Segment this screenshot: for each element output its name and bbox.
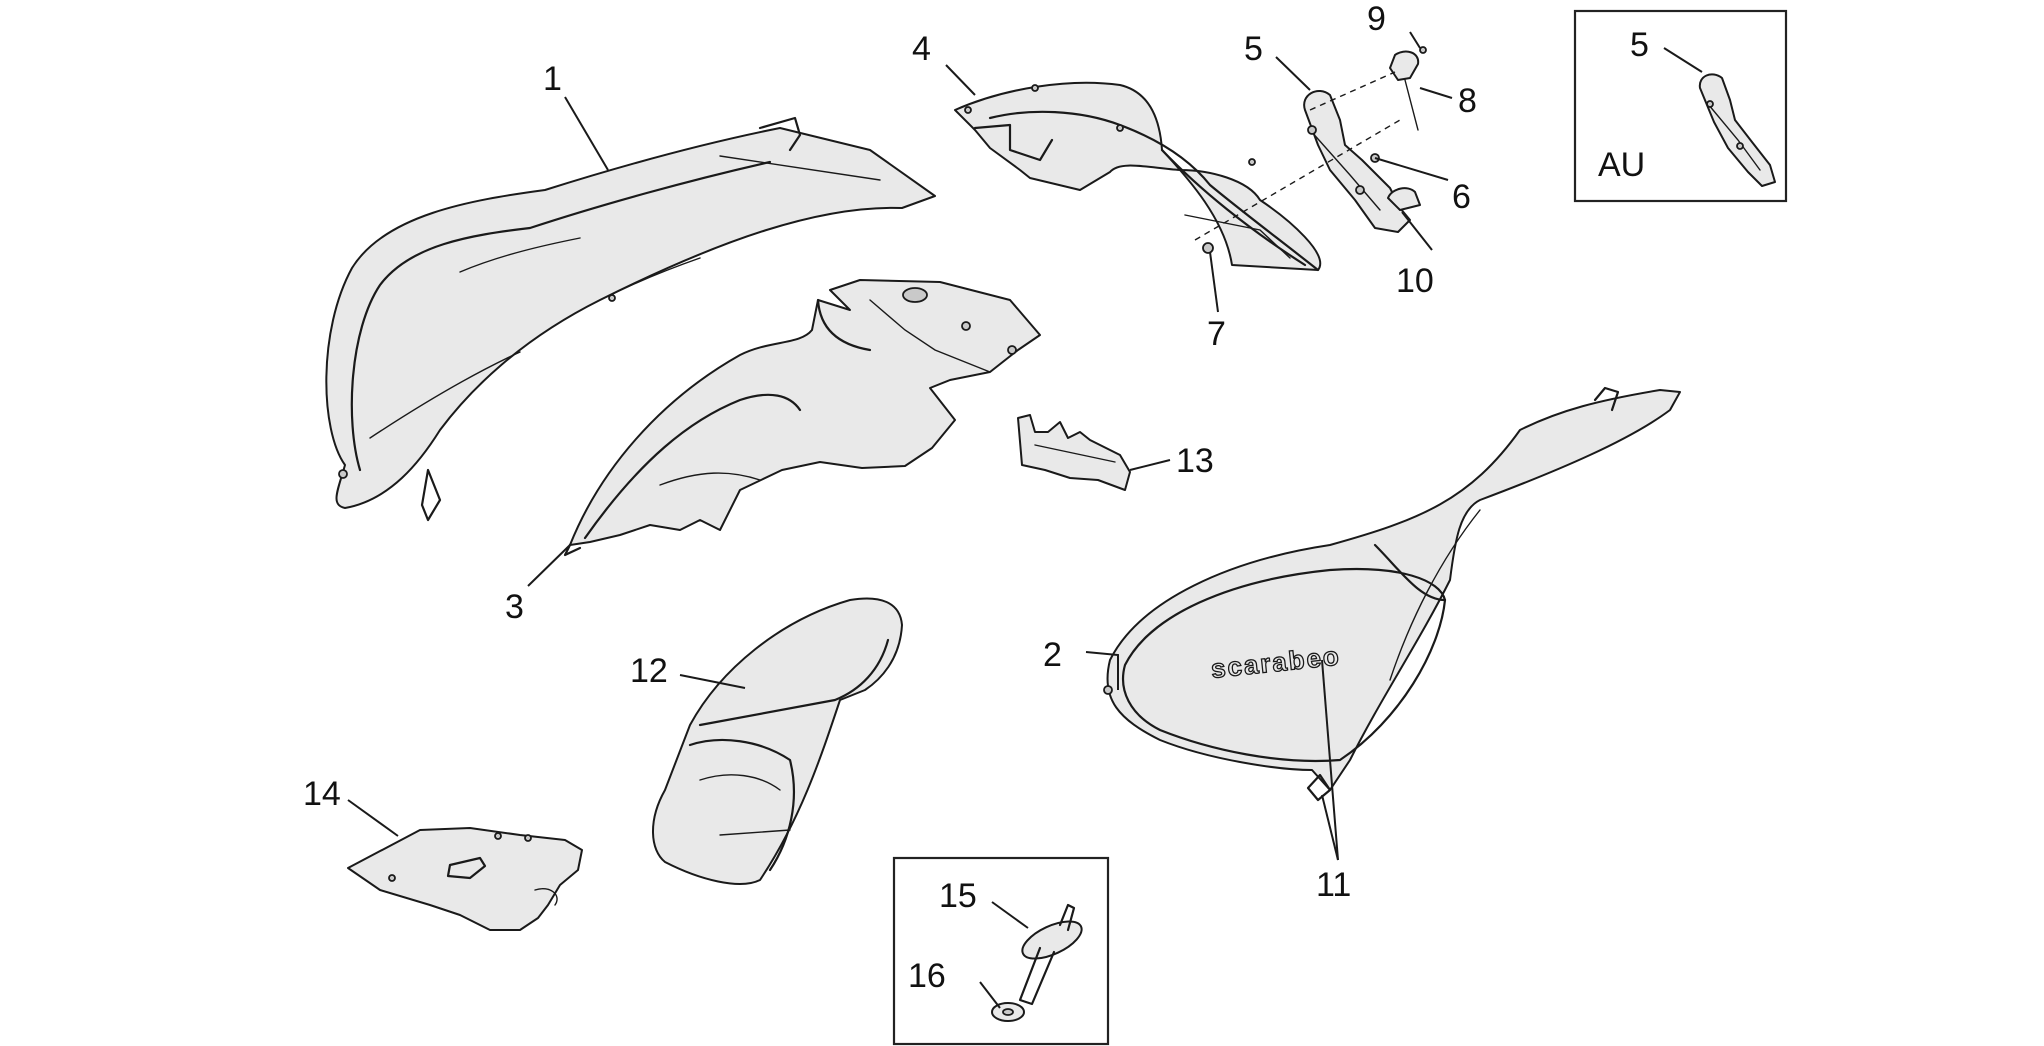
callout-4: 4 bbox=[912, 30, 931, 68]
callout-3: 3 bbox=[505, 588, 524, 626]
callout-9: 9 bbox=[1367, 0, 1386, 38]
part-7-fastener bbox=[1202, 242, 1214, 254]
part-2-right-side-panel: scarabeo bbox=[1103, 386, 1681, 802]
callout-8: 8 bbox=[1458, 82, 1477, 120]
callout-14: 14 bbox=[303, 775, 341, 813]
au-variant-inset-box: AU 5 bbox=[1573, 9, 1788, 203]
callout-12: 12 bbox=[630, 652, 668, 690]
callout-7: 7 bbox=[1207, 315, 1226, 353]
part-4-tail-cover bbox=[954, 81, 1322, 272]
callout-5-au: 5 bbox=[1630, 26, 1649, 64]
part-14-gasket-sheet bbox=[347, 827, 583, 931]
au-plate-holder bbox=[1698, 73, 1776, 187]
leader-lines bbox=[347, 31, 1453, 1009]
callout-6: 6 bbox=[1452, 178, 1471, 216]
callout-16: 16 bbox=[908, 957, 946, 995]
callout-2: 2 bbox=[1043, 636, 1062, 674]
part-13-bracket-plate bbox=[1017, 414, 1131, 491]
callout-11: 11 bbox=[1316, 866, 1351, 904]
au-label: AU bbox=[1598, 146, 1645, 184]
part-3-inner-fender bbox=[563, 279, 1041, 557]
part-12-front-mudguard bbox=[652, 597, 903, 885]
fastener-inset-box bbox=[892, 856, 1110, 1046]
callout-10: 10 bbox=[1396, 262, 1434, 300]
callout-15: 15 bbox=[939, 877, 977, 915]
callout-13: 13 bbox=[1176, 442, 1214, 480]
part-1-left-side-panel bbox=[325, 116, 936, 522]
plate-holder-assembly bbox=[1194, 46, 1427, 241]
part-16-washer bbox=[991, 1002, 1025, 1022]
callout-1: 1 bbox=[543, 60, 562, 98]
callout-5: 5 bbox=[1244, 30, 1263, 68]
callout-numbers: 1 2 3 4 5 6 7 8 9 10 11 12 13 14 15 16 bbox=[303, 0, 1477, 995]
part-15-push-rivet bbox=[1018, 903, 1083, 1006]
